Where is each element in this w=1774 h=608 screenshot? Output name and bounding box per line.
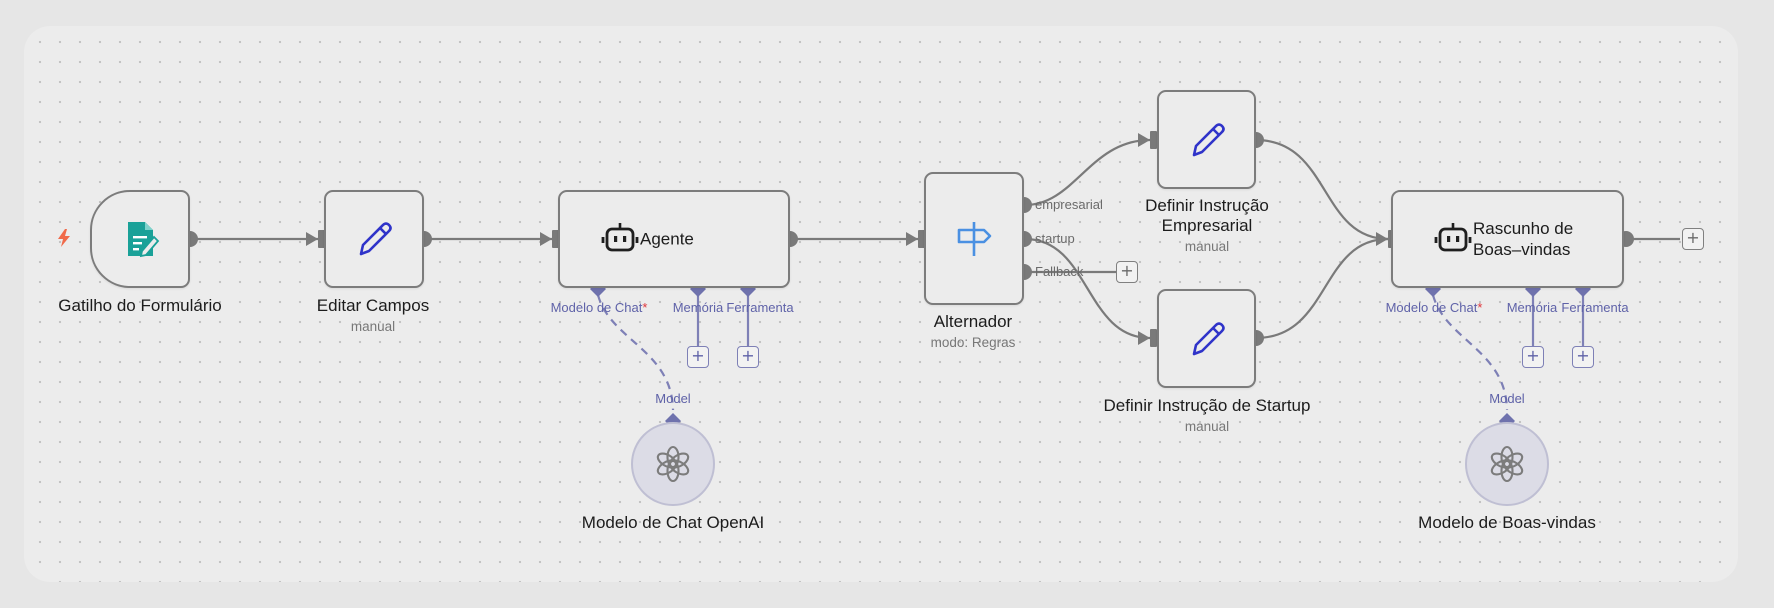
- pencil-icon: [1192, 321, 1225, 355]
- node-openai-chat-model-label: Modelo de Chat OpenAI: [582, 513, 764, 533]
- node-title: Alternador: [933, 312, 1013, 331]
- node-title: Modelo de Chat OpenAI: [581, 513, 765, 532]
- node-title: Modelo de Boas-vindas: [1418, 513, 1596, 532]
- openai-icon: [1490, 445, 1524, 483]
- node-subtitle: modo: Regras: [930, 335, 1016, 350]
- model-port-label: Model: [1489, 391, 1525, 406]
- node-title-line2: Empresarial: [1161, 216, 1253, 235]
- node-subtitle: manual: [1184, 239, 1230, 254]
- required-mark: *: [1477, 300, 1483, 315]
- signpost-icon: [957, 221, 992, 256]
- node-set-business-instruction-label: Definir Instrução Empresarial manual: [1145, 196, 1269, 256]
- agent-memory-port-label: Memória: [672, 300, 724, 315]
- node-edit-fields-label: Editar Campos manual: [317, 296, 429, 336]
- add-fallback-node-button[interactable]: +: [1116, 261, 1138, 283]
- node-title: Gatilho do Formulário: [58, 296, 222, 315]
- add-tool-button[interactable]: +: [1572, 346, 1594, 368]
- node-openai-chat-model[interactable]: [631, 422, 715, 506]
- output-label-fallback: Fallback: [1035, 264, 1084, 279]
- output-label-startup: startup: [1035, 231, 1075, 246]
- node-form-trigger-label: Gatilho do Formulário: [58, 296, 221, 316]
- robot-icon: [1434, 223, 1472, 252]
- robot-icon: [601, 223, 639, 252]
- output-label-empresarial: empresarial: [1035, 197, 1103, 212]
- node-form-trigger[interactable]: [90, 190, 190, 288]
- node-title-line1: Rascunho de: [1473, 219, 1574, 238]
- node-subtitle: manual: [1184, 419, 1230, 434]
- pencil-icon: [359, 222, 392, 256]
- agent-tool-port-label: Ferramenta: [726, 300, 794, 315]
- node-title: Definir Instrução de Startup: [1103, 396, 1311, 415]
- add-memory-button[interactable]: +: [1522, 346, 1544, 368]
- node-title: Agente: [640, 229, 694, 249]
- pencil-icon: [1192, 122, 1225, 156]
- node-title: Rascunho de Boas–vindas: [1473, 218, 1573, 260]
- add-memory-button[interactable]: +: [687, 346, 709, 368]
- required-mark: *: [642, 300, 648, 315]
- draft-chat-model-port-label: Modelo de Chat*: [1385, 300, 1483, 315]
- node-title: Editar Campos: [316, 296, 430, 315]
- node-welcome-draft[interactable]: Rascunho de Boas–vindas: [1391, 190, 1624, 288]
- add-tool-button[interactable]: +: [737, 346, 759, 368]
- openai-icon: [656, 445, 690, 483]
- node-edit-fields[interactable]: [324, 190, 424, 288]
- node-set-business-instruction[interactable]: [1157, 90, 1256, 189]
- lightning-bolt-icon: [58, 229, 70, 247]
- node-subtitle: manual: [350, 319, 396, 334]
- node-set-startup-instruction-label: Definir Instrução de Startup manual: [1104, 396, 1311, 436]
- node-set-startup-instruction[interactable]: [1157, 289, 1256, 388]
- node-welcome-model[interactable]: [1465, 422, 1549, 506]
- add-next-node-button[interactable]: +: [1682, 228, 1704, 250]
- node-title-line2: Boas–vindas: [1473, 240, 1571, 259]
- node-switch[interactable]: [924, 172, 1024, 305]
- draft-tool-port-label: Ferramenta: [1561, 300, 1629, 315]
- node-title-line1: Definir Instrução: [1145, 196, 1269, 215]
- node-switch-label: Alternador modo: Regras: [931, 312, 1016, 352]
- form-document-icon: [128, 222, 160, 258]
- agent-chat-model-port-label: Modelo de Chat*: [550, 300, 648, 315]
- node-welcome-model-label: Modelo de Boas-vindas: [1418, 513, 1596, 533]
- model-port-label: Model: [655, 391, 691, 406]
- node-agent[interactable]: Agente: [558, 190, 790, 288]
- draft-memory-port-label: Memória: [1506, 300, 1558, 315]
